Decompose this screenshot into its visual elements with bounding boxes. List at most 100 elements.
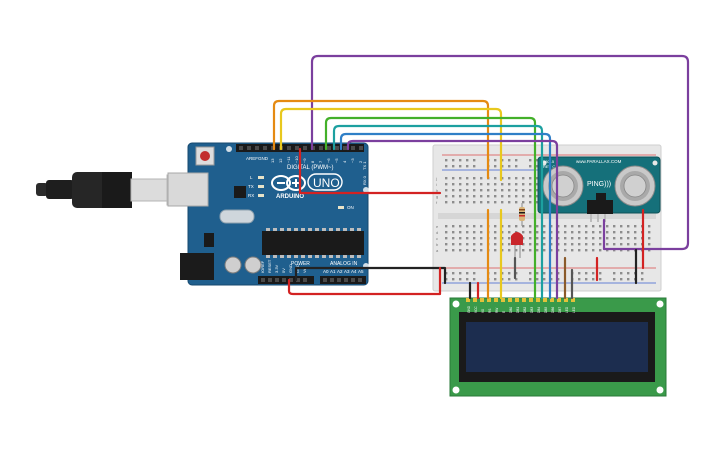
breadboard-hole[interactable] (564, 243, 567, 246)
breadboard-hole[interactable] (508, 237, 511, 240)
breadboard-hole[interactable] (536, 189, 539, 192)
breadboard-hole[interactable] (480, 201, 483, 204)
breadboard-hole[interactable] (445, 159, 448, 162)
breadboard-hole[interactable] (466, 201, 469, 204)
breadboard-hole[interactable] (599, 243, 602, 246)
breadboard-hole[interactable] (473, 177, 476, 180)
breadboard-hole[interactable] (473, 201, 476, 204)
breadboard-hole[interactable] (550, 249, 553, 252)
breadboard-hole[interactable] (445, 249, 448, 252)
breadboard-hole[interactable] (487, 201, 490, 204)
breadboard-hole[interactable] (508, 249, 511, 252)
breadboard-hole[interactable] (466, 249, 469, 252)
breadboard-hole[interactable] (494, 278, 497, 281)
breadboard-hole[interactable] (445, 231, 448, 234)
breadboard-hole[interactable] (599, 225, 602, 228)
breadboard-hole[interactable] (508, 278, 511, 281)
breadboard-hole[interactable] (606, 225, 609, 228)
breadboard-hole[interactable] (585, 278, 588, 281)
breadboard-hole[interactable] (578, 249, 581, 252)
breadboard-hole[interactable] (459, 237, 462, 240)
breadboard-hole[interactable] (466, 243, 469, 246)
breadboard-hole[interactable] (543, 237, 546, 240)
breadboard-hole[interactable] (578, 243, 581, 246)
breadboard-hole[interactable] (613, 231, 616, 234)
breadboard-hole[interactable] (557, 225, 560, 228)
breadboard-hole[interactable] (459, 249, 462, 252)
breadboard-hole[interactable] (508, 189, 511, 192)
breadboard-hole[interactable] (480, 177, 483, 180)
breadboard-hole[interactable] (627, 231, 630, 234)
breadboard-hole[interactable] (508, 272, 511, 275)
breadboard-hole[interactable] (501, 231, 504, 234)
breadboard-hole[interactable] (466, 231, 469, 234)
breadboard-hole[interactable] (515, 249, 518, 252)
breadboard-hole[interactable] (494, 201, 497, 204)
breadboard-hole[interactable] (508, 231, 511, 234)
breadboard-hole[interactable] (592, 243, 595, 246)
breadboard-hole[interactable] (473, 165, 476, 168)
breadboard-hole[interactable] (501, 278, 504, 281)
breadboard-hole[interactable] (543, 231, 546, 234)
breadboard-hole[interactable] (536, 272, 539, 275)
breadboard-hole[interactable] (459, 201, 462, 204)
breadboard-hole[interactable] (634, 225, 637, 228)
breadboard-hole[interactable] (529, 165, 532, 168)
breadboard-hole[interactable] (508, 183, 511, 186)
breadboard-hole[interactable] (620, 237, 623, 240)
breadboard-hole[interactable] (480, 243, 483, 246)
breadboard-hole[interactable] (550, 272, 553, 275)
reset-button[interactable] (200, 151, 210, 161)
breadboard-hole[interactable] (585, 225, 588, 228)
analog-header[interactable] (320, 276, 366, 284)
breadboard-hole[interactable] (599, 237, 602, 240)
breadboard-hole[interactable] (494, 195, 497, 198)
breadboard-hole[interactable] (466, 237, 469, 240)
breadboard-hole[interactable] (459, 165, 462, 168)
breadboard-hole[interactable] (620, 243, 623, 246)
ultrasonic-sensor[interactable]: 28015 REV C www.PARALLAX.COM PING))) (537, 156, 661, 222)
breadboard-hole[interactable] (599, 249, 602, 252)
breadboard-hole[interactable] (452, 183, 455, 186)
breadboard-hole[interactable] (445, 177, 448, 180)
breadboard-hole[interactable] (445, 201, 448, 204)
breadboard-hole[interactable] (515, 278, 518, 281)
breadboard-hole[interactable] (627, 272, 630, 275)
breadboard-hole[interactable] (459, 225, 462, 228)
breadboard-hole[interactable] (473, 278, 476, 281)
breadboard-hole[interactable] (522, 249, 525, 252)
breadboard-hole[interactable] (515, 195, 518, 198)
breadboard-hole[interactable] (452, 177, 455, 180)
breadboard-hole[interactable] (494, 243, 497, 246)
breadboard-hole[interactable] (592, 231, 595, 234)
breadboard-hole[interactable] (508, 225, 511, 228)
breadboard-hole[interactable] (606, 243, 609, 246)
breadboard-hole[interactable] (620, 225, 623, 228)
breadboard-hole[interactable] (522, 237, 525, 240)
breadboard-hole[interactable] (522, 243, 525, 246)
breadboard-hole[interactable] (529, 195, 532, 198)
breadboard-hole[interactable] (641, 272, 644, 275)
breadboard-hole[interactable] (501, 225, 504, 228)
breadboard-hole[interactable] (501, 177, 504, 180)
breadboard-hole[interactable] (466, 183, 469, 186)
breadboard-hole[interactable] (529, 278, 532, 281)
breadboard-hole[interactable] (592, 278, 595, 281)
breadboard-hole[interactable] (543, 243, 546, 246)
breadboard-hole[interactable] (557, 237, 560, 240)
breadboard-hole[interactable] (480, 231, 483, 234)
breadboard-hole[interactable] (459, 272, 462, 275)
breadboard-hole[interactable] (529, 177, 532, 180)
breadboard-hole[interactable] (550, 231, 553, 234)
breadboard-hole[interactable] (473, 225, 476, 228)
breadboard-hole[interactable] (452, 189, 455, 192)
breadboard-hole[interactable] (529, 272, 532, 275)
lcd-16x2[interactable]: GND VCC V0 RS RW E DB0 DB1 DB2 DB3 DB4 D… (449, 297, 667, 397)
breadboard-hole[interactable] (648, 231, 651, 234)
breadboard-hole[interactable] (536, 183, 539, 186)
breadboard-hole[interactable] (627, 225, 630, 228)
breadboard-hole[interactable] (536, 159, 539, 162)
breadboard-hole[interactable] (466, 189, 469, 192)
breadboard-hole[interactable] (648, 249, 651, 252)
breadboard-hole[interactable] (599, 272, 602, 275)
